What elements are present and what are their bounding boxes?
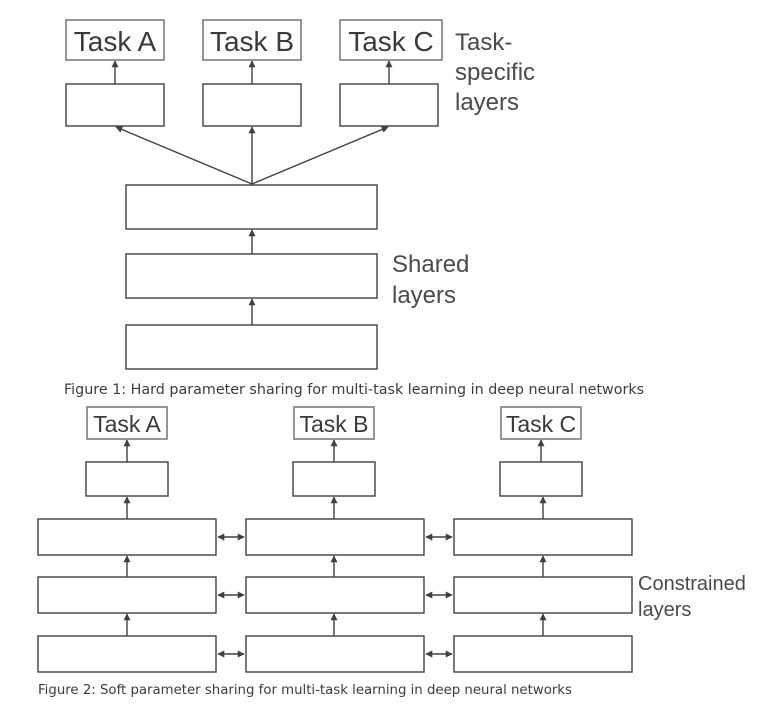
fig2-column-b-layer-1 [245, 518, 425, 556]
fig2-constrained-label: Constrained layers [638, 573, 751, 621]
fig2-task-a: Task A [86, 406, 168, 440]
fig2-task-b-label: Task B [299, 411, 368, 437]
fig2-task-a-label: Task A [93, 411, 161, 437]
fig1-fan-arrow-a [115, 126, 253, 185]
fig1-fan-arrow-c [251, 126, 389, 185]
fig2-task-specific-layer-b [292, 461, 376, 497]
fig1-task-specific-layer-c [339, 83, 439, 127]
fig1-task-a: Task A [65, 19, 165, 61]
fig1-task-c: Task C [339, 19, 443, 61]
fig1-caption: Figure 1: Hard parameter sharing for mul… [64, 382, 644, 398]
fig2-column-c-layer-3 [453, 635, 633, 673]
figure-1-hard-sharing: Task A Task B Task C Task- spec [64, 19, 644, 398]
fig1-task-a-label: Task A [74, 26, 157, 57]
fig1-task-c-label: Task C [348, 26, 434, 57]
fig2-task-specific-layer-c [499, 461, 583, 497]
fig2-task-specific-layer-a [85, 461, 169, 497]
fig1-task-b: Task B [202, 19, 302, 61]
fig1-task-b-label: Task B [210, 26, 294, 57]
fig2-task-c: Task C [500, 406, 582, 440]
fig2-column-b-layer-2 [245, 576, 425, 614]
fig1-task-specific-layer-b [202, 83, 302, 127]
fig1-shared-layer-bottom [125, 324, 378, 370]
fig2-column-a-layer-1 [37, 518, 217, 556]
fig1-shared-layer-top [125, 184, 378, 230]
fig1-shared-layer-middle [125, 253, 378, 299]
fig2-column-a-layer-3 [37, 635, 217, 673]
fig2-caption: Figure 2: Soft parameter sharing for mul… [38, 683, 572, 698]
fig1-task-specific-label: Task- specific layers [455, 29, 542, 116]
figure-2-soft-sharing: Task A Task B Task C [37, 406, 751, 698]
fig2-column-a-layer-2 [37, 576, 217, 614]
fig2-column-c-layer-1 [453, 518, 633, 556]
fig1-task-specific-layer-a [65, 83, 165, 127]
fig2-column-b-layer-3 [245, 635, 425, 673]
fig2-task-b: Task B [293, 406, 375, 440]
fig1-shared-label: Shared layers [392, 251, 476, 309]
fig2-task-c-label: Task C [506, 411, 576, 437]
fig2-column-c-layer-2 [453, 576, 633, 614]
